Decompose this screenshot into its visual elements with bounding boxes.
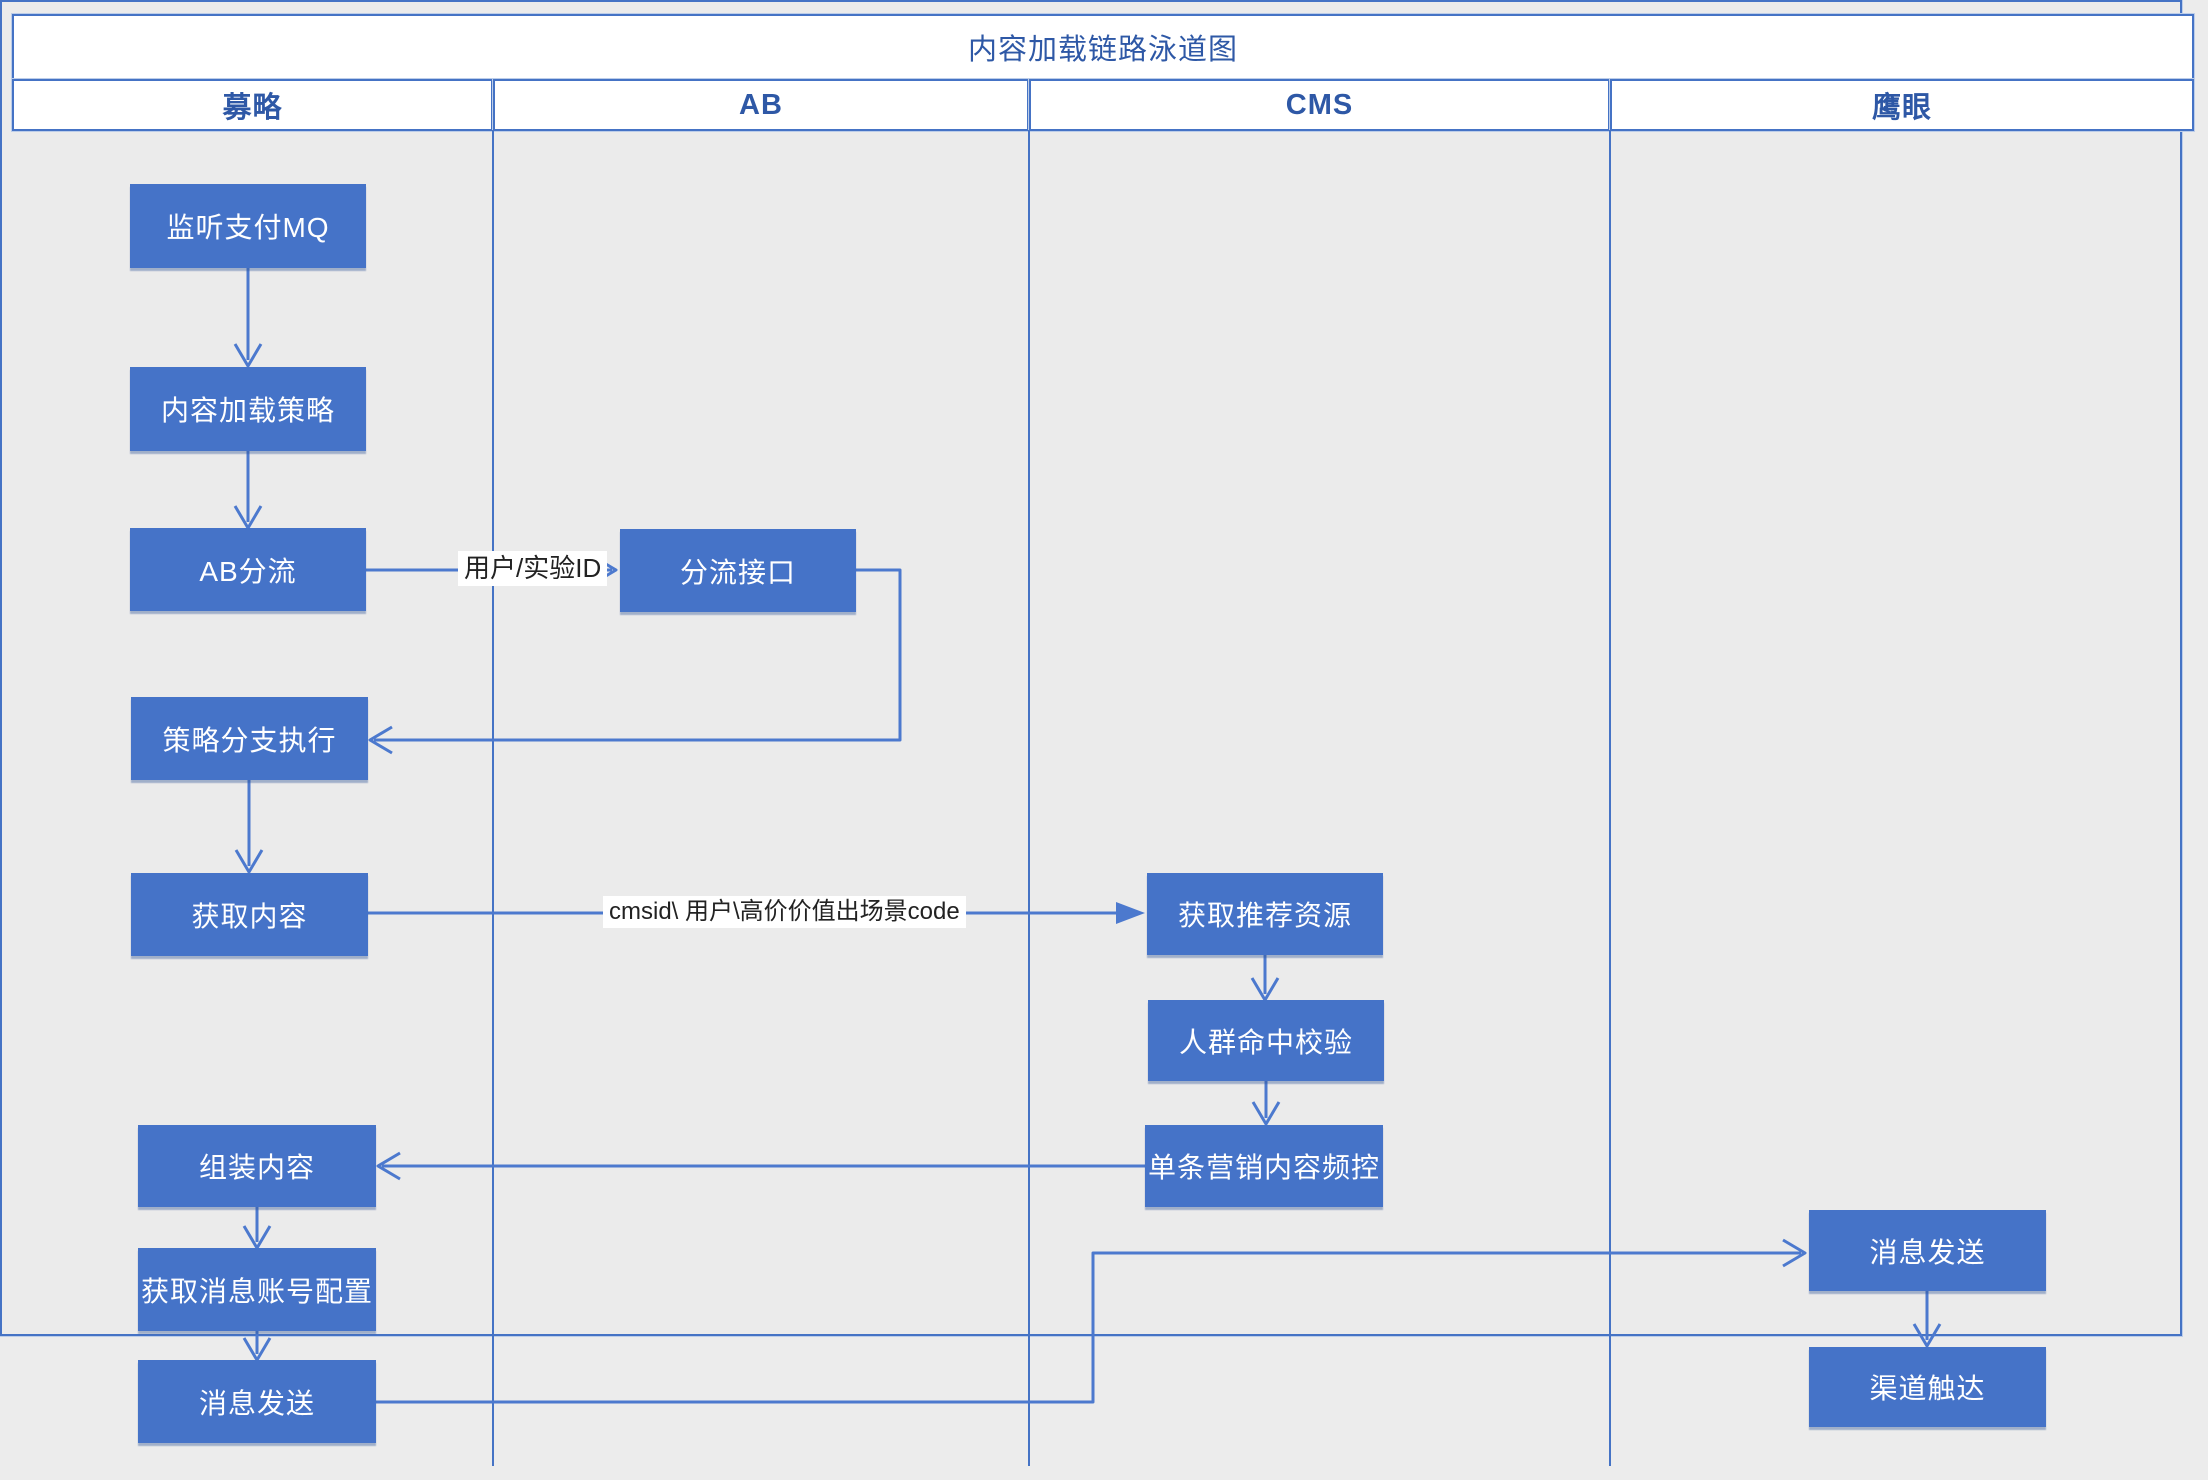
diagram-title: 内容加载链路泳道图: [967, 34, 1238, 66]
node-ab-split: AB分流: [130, 528, 366, 611]
arrowhead-down-7: [242, 1337, 272, 1362]
node-load-strategy: 内容加载策略: [130, 367, 366, 451]
lane-divider-2: [1028, 130, 1030, 1466]
node-send-message-yingyan: 消息发送: [1809, 1210, 2046, 1291]
node-listen-mq: 监听支付MQ: [130, 184, 366, 268]
lane-header-cms-label: CMS: [1285, 88, 1354, 121]
node-send-message: 消息发送: [138, 1360, 376, 1443]
lane-divider-1: [492, 130, 494, 1466]
node-split-api: 分流接口: [620, 529, 856, 612]
node-get-content: 获取内容: [131, 873, 368, 956]
edge-label-user-experiment-id: 用户/实验ID: [458, 551, 608, 586]
lane-header-ab-label: AB: [739, 88, 783, 121]
lane-header-yingyan-label: 鹰眼: [1871, 92, 1932, 124]
lane-header-yingyan: 鹰眼: [1610, 79, 2194, 131]
node-freq-control: 单条营销内容频控: [1145, 1125, 1383, 1207]
node-crowd-check: 人群命中校验: [1148, 1000, 1384, 1081]
node-assemble: 组装内容: [138, 1125, 376, 1207]
edge-label-cmsid-params: cmsid\ 用户\高价价值出场景code: [603, 896, 966, 929]
lane-header-mulve-label: 募略: [222, 92, 283, 124]
lane-header-cms: CMS: [1029, 79, 1610, 131]
node-channel-reach: 渠道触达: [1809, 1347, 2046, 1427]
node-account-config: 获取消息账号配置: [138, 1248, 376, 1331]
lane-divider-3: [1609, 130, 1611, 1466]
diagram-title-bar: 内容加载链路泳道图: [12, 14, 2194, 80]
node-get-recommend: 获取推荐资源: [1147, 873, 1383, 955]
lane-header-mulve: 募略: [12, 79, 493, 131]
node-branch-exec: 策略分支执行: [131, 697, 368, 780]
lane-header-ab: AB: [493, 79, 1029, 131]
